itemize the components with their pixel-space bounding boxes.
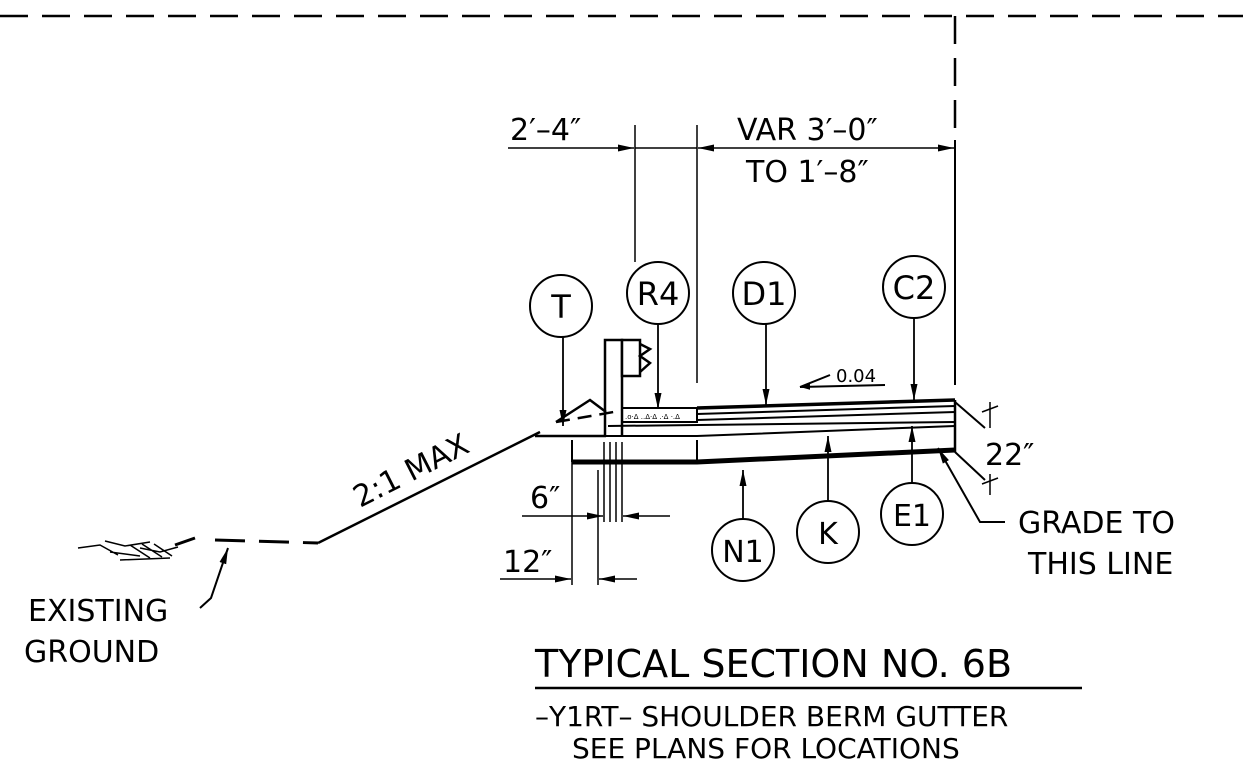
callout-k: K: [796, 436, 860, 564]
svg-text:N1: N1: [722, 535, 764, 570]
callout-d1: D1: [732, 261, 796, 405]
section-subtitle-line2: SEE PLANS FOR LOCATIONS: [572, 732, 960, 762]
callout-r4: R4: [626, 261, 690, 409]
callout-t: T: [529, 274, 593, 426]
section-title: TYPICAL SECTION NO. 6B: [534, 642, 1012, 686]
left-offset-label: 2′–4″: [510, 113, 581, 148]
variable-width-line2: TO 1′–8″: [745, 155, 869, 190]
section-subtitle-line1: –Y1RT– SHOULDER BERM GUTTER: [535, 700, 1008, 733]
depth-label: 22″: [985, 438, 1034, 473]
callout-n1: N1: [711, 470, 775, 582]
callout-c2: C2: [882, 255, 946, 400]
grade-note-line1: GRADE TO: [1018, 506, 1175, 541]
svg-text:D1: D1: [742, 275, 787, 313]
guardrail-post: [603, 338, 653, 436]
grade-leader: [937, 447, 1005, 523]
pavement-slope-label: 0.04: [836, 366, 876, 387]
six-inch-label: 6″: [530, 481, 560, 516]
side-slope-line: [317, 430, 541, 545]
svg-text:E1: E1: [893, 499, 931, 534]
existing-ground-line1: EXISTING: [28, 594, 168, 629]
side-slope-label: 2:1 MAX: [348, 427, 475, 515]
svg-text:C2: C2: [893, 269, 936, 307]
grade-note-line2: THIS LINE: [1027, 547, 1173, 582]
pavement-slope-arrow: [799, 383, 886, 390]
svg-text:K: K: [818, 517, 839, 552]
callout-e1: E1: [880, 426, 944, 546]
existing-ground: [77, 536, 319, 609]
twelve-inch-label: 12″: [503, 545, 552, 580]
variable-width-line1: VAR 3′–0″: [737, 113, 878, 148]
svg-text:.o·Δ ..Δ·Δ .·Δ ·.Δ: .o·Δ ..Δ·Δ .·Δ ·.Δ: [625, 413, 680, 421]
shoulder-section: .o·Δ ..Δ·Δ .·Δ ·.Δ: [535, 398, 986, 481]
svg-text:T: T: [550, 288, 571, 326]
existing-ground-line2: GROUND: [24, 635, 159, 670]
svg-text:R4: R4: [637, 275, 680, 313]
post-dimensions: [500, 442, 670, 585]
